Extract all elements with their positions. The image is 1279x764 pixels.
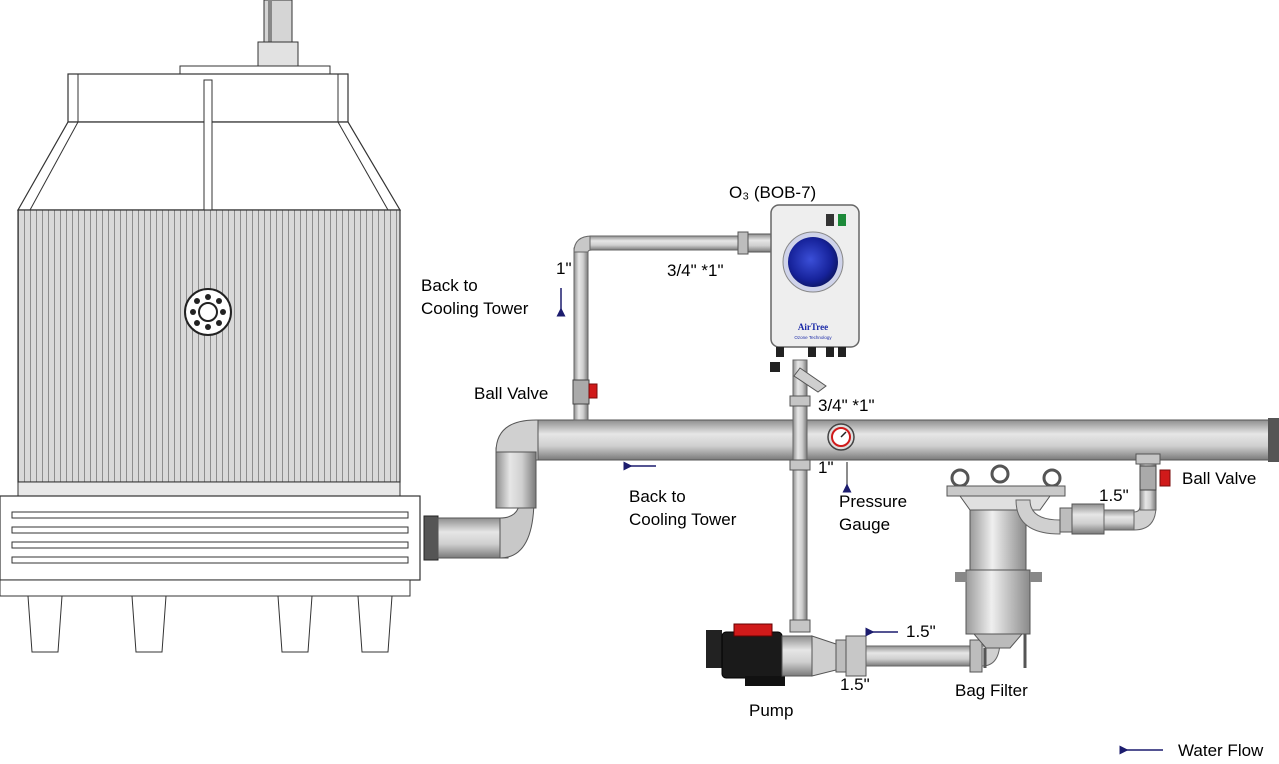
pump-label: Pump (749, 701, 794, 720)
tower-inspection-port (184, 288, 232, 336)
bag-filter-label: Bag Filter (955, 681, 1028, 700)
ozone-generator: AirTree Ozone Technology (770, 204, 860, 372)
pipe-size-right: 1.5" (1099, 486, 1129, 505)
pipe-size-top-mid: 3/4" *1" (667, 261, 724, 280)
flow-arrows (556, 288, 1163, 755)
ball-valve-left (572, 379, 598, 405)
pipe-size-mid: 3/4" *1" (818, 396, 875, 415)
ozone-unit-label: O₃ (BOB-7) (729, 183, 817, 202)
back-to-cooling-tower-top: Back to Cooling Tower (421, 276, 529, 318)
main-return-pipe (423, 418, 1279, 561)
brand-label: AirTree (798, 322, 828, 332)
ball-valve-right (1139, 465, 1171, 491)
pipe-size-top-left: 1" (556, 259, 572, 278)
bag-filter (946, 464, 1066, 668)
ball-valve-right-label: Ball Valve (1182, 469, 1257, 488)
legend-water-flow: Water Flow (1178, 741, 1264, 760)
ball-valve-left-label: Ball Valve (474, 384, 549, 403)
pipe-size-mid-small: 1" (818, 458, 834, 477)
pipe-size-pump-in: 1.5" (906, 622, 936, 641)
back-to-cooling-tower-main: Back to Cooling Tower (629, 487, 737, 529)
brand-subtitle: Ozone Technology (794, 335, 832, 340)
pressure-gauge (827, 423, 855, 451)
pipe-size-pump-out: 1.5" (840, 675, 870, 694)
cooling-tower (0, 0, 421, 653)
return-branch-pipe (573, 231, 773, 421)
pressure-gauge-label: Pressure Gauge (839, 492, 908, 534)
pump (706, 623, 867, 686)
injection-pipe (789, 359, 827, 633)
